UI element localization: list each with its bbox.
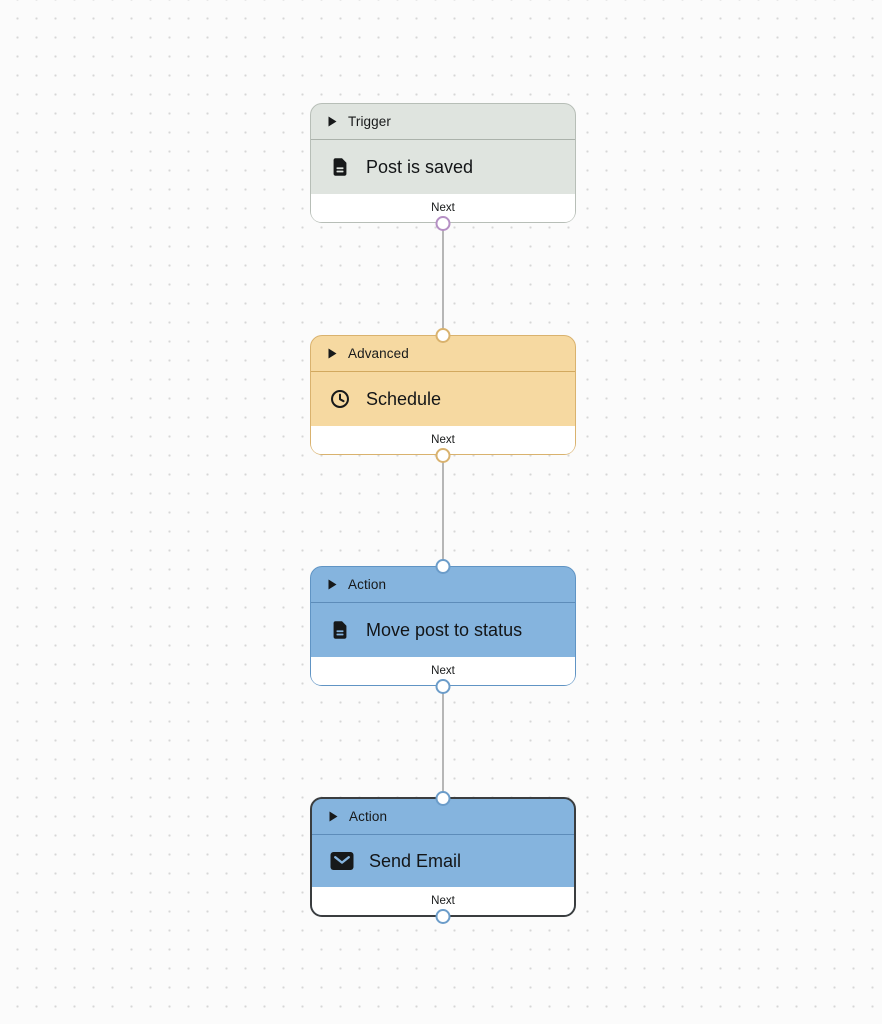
play-icon [328, 579, 337, 590]
node-category-header: Action [311, 567, 575, 603]
play-icon [328, 348, 337, 359]
next-port-label: Next [431, 665, 455, 677]
play-icon [328, 116, 337, 127]
mail-icon [330, 851, 354, 871]
node-category-label: Action [349, 809, 388, 824]
node-body: Post is saved [311, 140, 575, 194]
node-category-header: Advanced [311, 336, 575, 372]
node-title: Post is saved [366, 156, 474, 177]
node-title: Move post to status [366, 619, 523, 640]
next-port-label: Next [431, 895, 455, 907]
edge-connector[interactable] [441, 223, 445, 335]
next-port-label: Next [431, 434, 455, 446]
edge-connector[interactable] [441, 686, 445, 797]
workflow-node-advanced-schedule[interactable]: Advanced Schedule Next [310, 327, 576, 463]
edge-connector[interactable] [441, 455, 445, 566]
input-handle[interactable] [435, 327, 451, 343]
node-body: Send Email [312, 835, 574, 887]
node-body: Move post to status [311, 603, 575, 657]
output-handle[interactable] [435, 447, 451, 463]
next-port-label: Next [431, 202, 455, 214]
node-category-label: Action [348, 577, 387, 592]
workflow-node-trigger[interactable]: Trigger Post is saved Next [310, 103, 576, 231]
node-category-header: Action [312, 799, 574, 835]
node-category-label: Advanced [348, 346, 409, 361]
node-category-label: Trigger [348, 114, 391, 129]
workflow-node-action-move-post[interactable]: Action Move post to status Next [310, 558, 576, 694]
workflow-node-action-send-email[interactable]: Action Send Email Next [310, 790, 576, 924]
output-handle[interactable] [435, 908, 451, 924]
node-title: Send Email [369, 850, 462, 871]
input-handle[interactable] [435, 790, 451, 806]
document-icon [329, 619, 351, 641]
input-handle[interactable] [435, 558, 451, 574]
document-icon [329, 156, 351, 178]
node-category-header: Trigger [311, 104, 575, 140]
output-handle[interactable] [435, 678, 451, 694]
output-handle[interactable] [435, 215, 451, 231]
node-body: Schedule [311, 372, 575, 426]
play-icon [329, 811, 338, 822]
clock-icon [329, 388, 351, 410]
node-title: Schedule [366, 388, 442, 409]
